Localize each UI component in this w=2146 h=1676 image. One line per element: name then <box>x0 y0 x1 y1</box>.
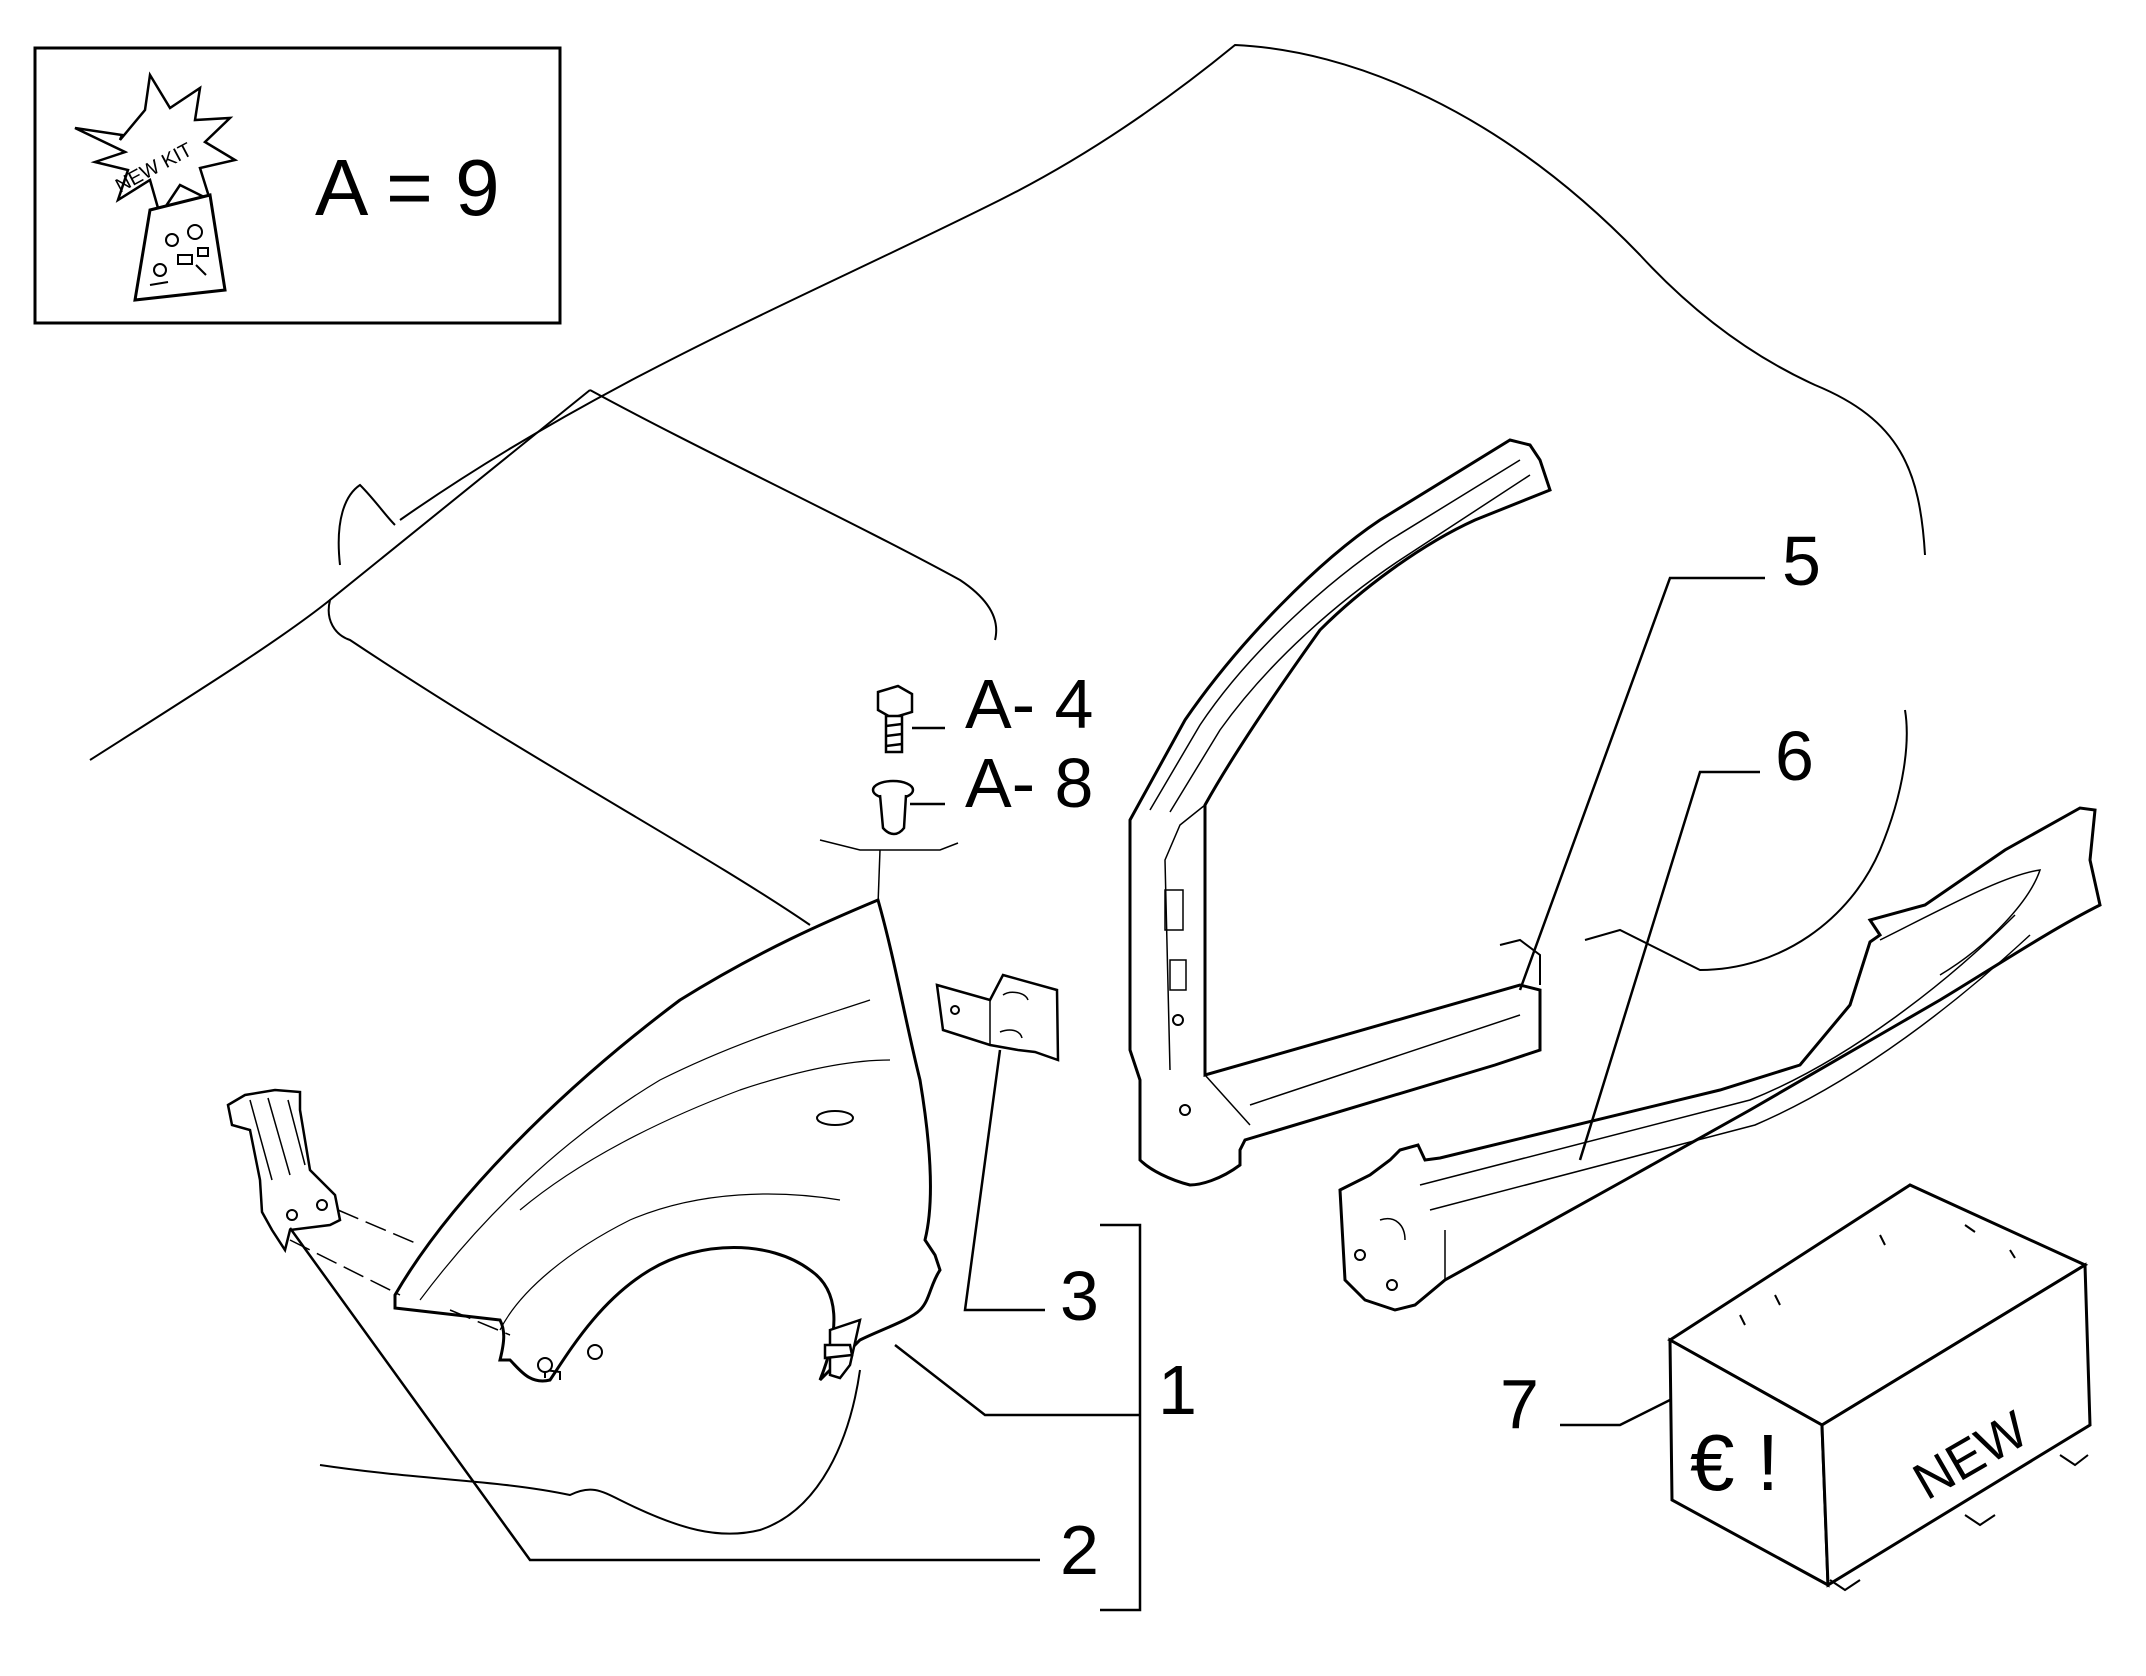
car-outline <box>89 43 1926 1535</box>
leader-6 <box>1578 770 1760 1161</box>
leader-1 <box>894 1344 1140 1417</box>
kit-legend-frame <box>33 46 562 325</box>
callout-3: 3 <box>1060 1257 1099 1335</box>
leader-2 <box>288 1227 1040 1562</box>
front-bracket <box>226 1088 342 1254</box>
leader-3 <box>963 1049 1045 1312</box>
front-fender <box>393 897 942 1383</box>
crate-euro-symbol: € ! <box>1690 1418 1779 1507</box>
windshield-top <box>589 389 998 641</box>
mirror <box>337 483 396 566</box>
small-bracket <box>935 973 1060 1062</box>
callout-5: 5 <box>1782 522 1821 600</box>
front-wheel-arch <box>319 1369 861 1535</box>
callout-a4: A- 4 <box>965 665 1093 743</box>
dash-lines <box>289 1209 511 1336</box>
sill-panel <box>1338 806 2102 1312</box>
fastener-target-lines <box>819 839 959 906</box>
hood-line <box>89 599 331 761</box>
leader-lines <box>288 576 1765 1612</box>
kit-legend: NEW KIT A = 9 <box>33 46 562 325</box>
callout-1: 1 <box>1158 1351 1197 1429</box>
fender-lower-bracket <box>823 1318 862 1380</box>
crate <box>1667 1183 2092 1592</box>
callout-6: 6 <box>1775 717 1814 795</box>
windshield <box>327 389 811 926</box>
leader-7 <box>1560 1398 1671 1427</box>
door-frame <box>1128 438 1552 1187</box>
callout-a8: A- 8 <box>965 744 1093 822</box>
kit-bag-icon <box>133 193 227 302</box>
callout-7: 7 <box>1500 1365 1539 1443</box>
crate-side <box>1820 1262 2092 1588</box>
roof-line <box>399 43 1926 556</box>
kit-equation: A = 9 <box>315 143 500 232</box>
bolt-a4 <box>876 684 914 754</box>
leader-5 <box>1518 576 1765 991</box>
callout-2: 2 <box>1060 1511 1099 1589</box>
group-bracket <box>1100 1223 1142 1612</box>
rivet-a8 <box>871 779 915 836</box>
rear-wheel-arch <box>1584 709 1908 972</box>
